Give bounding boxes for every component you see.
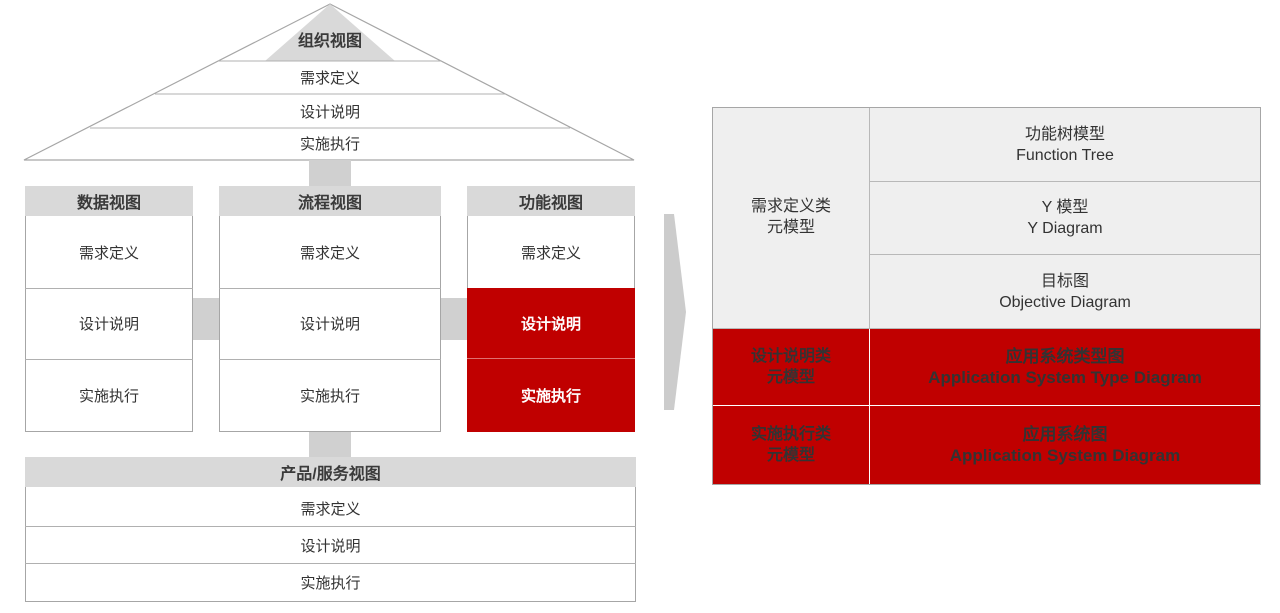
roof-row-3: 实施执行	[299, 135, 360, 153]
process-view-row-2: 设计说明	[299, 316, 360, 333]
application-system-type-diagram-cn: 应用系统类型图	[1005, 347, 1125, 366]
process-view-title: 流程视图	[219, 186, 441, 216]
process-view-row-1: 需求定义	[299, 244, 360, 262]
implementation-meta-model-label: 实施执行类 元模型	[713, 406, 869, 484]
y-diagram-item: Y 模型 Y Diagram	[870, 182, 1260, 254]
process-view-row-3: 实施执行	[299, 387, 360, 405]
product-service-view-title: 产品/服务视图	[25, 457, 636, 487]
function-tree-cn: 功能树模型	[1024, 125, 1105, 143]
requirements-meta-model-label: 需求定义类 元模型	[713, 108, 869, 328]
function-view-row-3: 实施执行	[467, 359, 635, 432]
data-view-row-2: 设计说明	[78, 316, 139, 333]
product-service-row-3: 实施执行	[300, 575, 361, 592]
application-system-diagram-en: Application System Diagram	[949, 446, 1181, 465]
design-meta-model-label: 设计说明类 元模型	[713, 329, 869, 405]
application-system-type-diagram-en: Application System Type Diagram	[928, 368, 1202, 387]
product-service-row-1: 需求定义	[300, 500, 361, 518]
roof-row-1: 需求定义	[299, 69, 360, 87]
data-view-column	[25, 186, 193, 432]
application-system-type-diagram-item: 应用系统类型图 Application System Type Diagram	[870, 329, 1260, 405]
connector-process-function	[440, 298, 467, 340]
y-diagram-en: Y Diagram	[1027, 220, 1103, 237]
y-diagram-cn: Y 模型	[1041, 199, 1089, 216]
connector-roof-process	[309, 160, 351, 186]
objective-diagram-cn: 目标图	[1040, 272, 1089, 290]
design-label-line1: 设计说明类	[750, 348, 831, 365]
product-service-row-2: 设计说明	[300, 537, 361, 555]
requirements-label-line2: 元模型	[766, 219, 815, 236]
function-view-row-1: 需求定义	[520, 244, 581, 262]
data-view-row-1: 需求定义	[78, 244, 139, 262]
function-view-title: 功能视图	[467, 186, 635, 216]
chevron-right-arrow-icon	[664, 214, 686, 410]
function-view-row-2: 设计说明	[467, 288, 635, 359]
connector-data-process	[193, 298, 219, 340]
objective-diagram-en: Objective Diagram	[999, 293, 1131, 311]
objective-diagram-item: 目标图 Objective Diagram	[870, 255, 1260, 328]
implementation-label-line1: 实施执行类	[750, 426, 831, 443]
roof-triangle	[23, 3, 635, 161]
process-view-column	[219, 186, 441, 432]
function-tree-en: Function Tree	[1016, 146, 1114, 164]
requirements-label-line1: 需求定义类	[750, 198, 831, 215]
implementation-label-line2: 元模型	[766, 447, 815, 464]
data-view-title: 数据视图	[25, 186, 193, 216]
function-tree-item: 功能树模型 Function Tree	[870, 108, 1260, 181]
application-system-diagram-item: 应用系统图 Application System Diagram	[870, 406, 1260, 484]
design-label-line2: 元模型	[766, 369, 815, 386]
roof-row-2: 设计说明	[299, 103, 360, 121]
connector-process-base	[309, 431, 351, 457]
data-view-row-3: 实施执行	[78, 387, 139, 405]
roof-title: 组织视图	[297, 33, 362, 50]
application-system-diagram-cn: 应用系统图	[1022, 425, 1108, 444]
